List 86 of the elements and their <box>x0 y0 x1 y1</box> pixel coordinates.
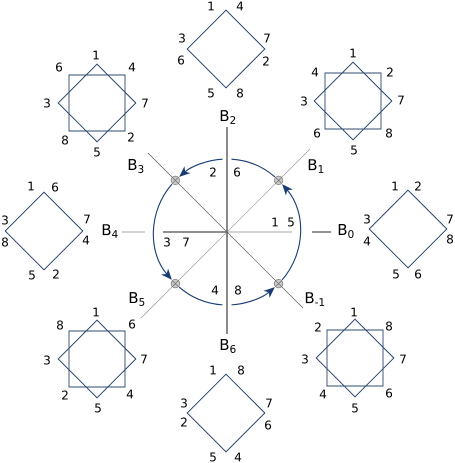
star-figure <box>316 318 394 398</box>
star-figure <box>58 320 136 398</box>
vertex-number: 6 <box>129 319 136 329</box>
vertex-number: 3 <box>179 33 185 43</box>
vertex-number: 1 <box>208 2 214 10</box>
vertex-number: 8 <box>237 88 243 98</box>
vertex-number: 5 <box>208 88 214 98</box>
vertex-number: 8 <box>386 321 392 331</box>
vertex-number: 2 <box>387 68 393 76</box>
vertex-number: 7 <box>266 398 272 408</box>
vertex-number: 8 <box>2 237 8 247</box>
vertex-number: 4 <box>364 236 370 246</box>
vertex-number: 1 <box>94 50 99 60</box>
axis-number: 6 <box>234 167 240 177</box>
vertex-number: 2 <box>181 418 187 426</box>
figure-label: B$_{6}$ <box>220 339 236 353</box>
vertex-number: 2 <box>263 56 269 66</box>
vertex-number: 5 <box>95 404 101 412</box>
vertex-number: 3 <box>44 98 50 108</box>
vertex-number: 5 <box>393 270 399 278</box>
vertex-number: 3 <box>364 214 370 224</box>
axis-number: 1 <box>272 218 278 226</box>
vertex-number: 5 <box>351 146 357 154</box>
vertex-number: 4 <box>82 236 90 244</box>
vertex-number: 3 <box>44 355 50 365</box>
diamond <box>368 190 448 268</box>
figure-label: B$_{2}$ <box>220 110 236 124</box>
vertex-number: 5 <box>29 270 35 280</box>
diamond <box>186 374 266 452</box>
figure-label: B$_{5}$ <box>130 292 144 306</box>
figure-label: B$_{1}$ <box>308 159 324 173</box>
vertex-number: 4 <box>312 68 318 76</box>
vertex-number: 4 <box>234 452 242 462</box>
vertex-number: 6 <box>314 128 320 138</box>
vertex-number: 5 <box>210 452 216 462</box>
vertex-number: 3 <box>302 354 308 364</box>
vertex-number: 3 <box>181 398 187 408</box>
figure-label: B$_{3}$ <box>128 159 144 173</box>
figure-label: B$_{0}$ <box>338 224 354 238</box>
vertex-number: 2 <box>415 182 421 190</box>
star-figure <box>314 62 392 140</box>
vertex-number: 7 <box>398 96 404 104</box>
vertex-number: 2 <box>62 390 68 400</box>
vertex-number: 8 <box>386 128 392 138</box>
vertex-number: 8 <box>62 135 68 145</box>
vertex-number: 6 <box>386 388 392 398</box>
vertex-number: 1 <box>94 308 99 316</box>
axis-number: 7 <box>183 238 189 246</box>
vertex-number: 7 <box>447 214 453 224</box>
figure-label: B$_{4}$ <box>102 224 118 238</box>
axis-number: 3 <box>164 237 170 247</box>
vertex-number: 3 <box>2 215 8 225</box>
vertex-number: 3 <box>301 96 307 106</box>
vertex-number: 1 <box>392 182 398 190</box>
vertex-number: 1 <box>28 182 34 190</box>
axis-number: 8 <box>235 285 241 295</box>
vertex-number: 7 <box>142 98 148 108</box>
vertex-number: 6 <box>56 62 62 72</box>
vertex-number: 4 <box>320 390 326 398</box>
vertex-number: 2 <box>315 322 321 332</box>
vertex-number: 4 <box>126 390 134 398</box>
figure-label: B$_{-1}$ <box>306 292 324 306</box>
axis-number: 2 <box>210 168 216 176</box>
vertex-number: 5 <box>352 404 358 412</box>
vertex-number: 4 <box>236 2 244 10</box>
axis-number: 5 <box>288 218 294 226</box>
star-figure <box>58 64 136 142</box>
vertex-number: 1 <box>352 308 357 316</box>
vertex-number: 7 <box>141 354 147 364</box>
vertex-number: 4 <box>128 62 136 72</box>
vertex-number: 2 <box>53 270 59 278</box>
vertex-number: 1 <box>210 366 216 374</box>
vertex-number: 6 <box>265 420 272 430</box>
vertex-number: 8 <box>447 234 453 244</box>
vertex-number: 6 <box>52 182 58 192</box>
vertex-number: 6 <box>415 269 422 279</box>
vertex-number: 5 <box>94 148 100 156</box>
vertex-number: 6 <box>178 55 184 65</box>
vertex-number: 7 <box>84 214 90 224</box>
vertex-number: 7 <box>400 354 406 364</box>
vertex-number: 1 <box>350 48 356 58</box>
vertex-number: 8 <box>57 320 63 330</box>
vertex-number: 2 <box>128 132 134 142</box>
vertex-number: 8 <box>238 365 244 375</box>
axis-number: 4 <box>212 286 218 294</box>
vertex-number: 7 <box>264 34 270 42</box>
